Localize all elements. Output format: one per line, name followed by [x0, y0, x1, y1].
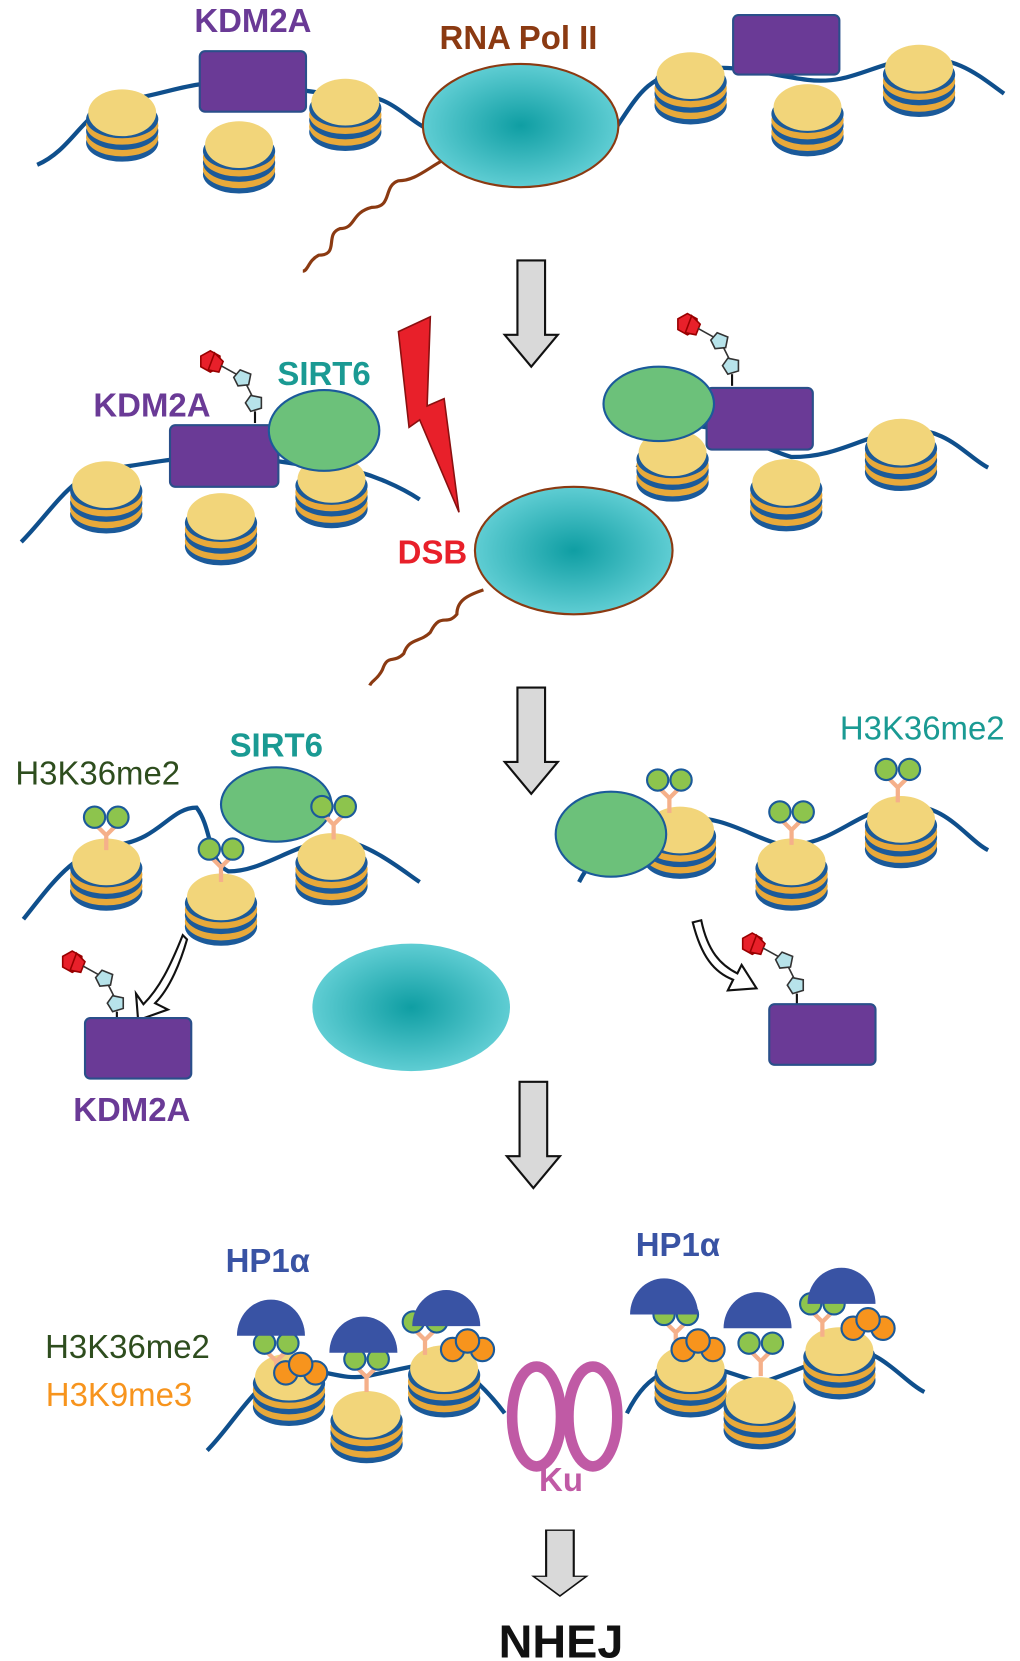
h3k36me2-mark: [738, 1333, 783, 1377]
panel-2-dsb: SIRT6 KDM2A DSB: [19, 312, 990, 687]
h3k36me2-mark: [344, 1348, 389, 1392]
rna-transcript: [302, 158, 445, 273]
nhej-label: NHEJ: [499, 1616, 624, 1661]
h3k36me2-mark: [199, 838, 244, 882]
sugar-modification-icon: [61, 950, 125, 1025]
hp1a-protein: [723, 1292, 792, 1329]
sirt6-label: SIRT6: [277, 355, 370, 392]
nucleosome: [654, 52, 727, 125]
panel-3-sirt6-release: SIRT6 H3K36me2 H3K36me2 KDM2A: [15, 710, 1004, 1128]
nucleosome: [882, 44, 956, 118]
h3k36me2-mark: [876, 759, 921, 803]
rna-pol-ii-label: RNA Pol II: [440, 19, 598, 56]
nucleosome: [295, 833, 368, 906]
nucleosome: [330, 1390, 403, 1464]
h3k36me2-mark: [769, 801, 814, 845]
h3k36me2-label: H3K36me2: [840, 710, 1005, 747]
arrow-down-icon: [505, 1080, 561, 1190]
ku-ring: [563, 1361, 623, 1472]
sirt6-protein: [602, 365, 716, 443]
arrow-down-icon: [503, 686, 559, 795]
h3k9me3-mark: [840, 1307, 896, 1342]
rna-pol-ii: [473, 485, 674, 616]
dsb-lightning-icon: [397, 315, 460, 513]
dna-strand: [21, 803, 990, 921]
h3k36me2-label: H3K36me2: [15, 754, 180, 791]
nucleosome: [803, 1327, 876, 1400]
dsb-label: DSB: [398, 533, 468, 570]
release-arrow-icon: [691, 918, 759, 992]
kdm2a-protein: [732, 13, 841, 76]
hp1a-protein: [329, 1316, 398, 1353]
h3k9me3-label: H3K9me3: [46, 1376, 192, 1413]
arrow-down-icon: [503, 259, 559, 368]
hp1a-protein: [807, 1267, 876, 1304]
rna-transcript: [368, 588, 484, 687]
nucleosome: [771, 84, 844, 157]
h3k36me2-label: H3K36me2: [45, 1328, 210, 1365]
nucleosome: [184, 873, 258, 946]
kdm2a-protein: [705, 386, 814, 451]
nucleosome: [750, 459, 823, 532]
arrow-down-icon: [532, 1529, 588, 1598]
nucleosome: [723, 1377, 796, 1450]
panel-1-transcription: KDM2A RNA Pol II: [36, 2, 1006, 273]
nucleosome: [70, 461, 143, 534]
kdm2a-protein: [198, 50, 308, 113]
hp1a-label: HP1α: [636, 1226, 720, 1263]
release-arrow-icon: [134, 933, 189, 1022]
kdm2a-protein: [768, 1003, 877, 1066]
nucleosome: [184, 493, 258, 566]
hp1a-label: HP1α: [226, 1242, 310, 1279]
nucleosome: [86, 89, 159, 162]
nucleosome: [864, 795, 938, 869]
hp1a-protein: [236, 1299, 305, 1336]
rna-pol-ii: [421, 62, 620, 189]
nucleosome: [864, 418, 938, 492]
hp1a-protein: [412, 1290, 481, 1327]
kdm2a-protein: [83, 1016, 193, 1080]
hp1a-protein: [630, 1278, 699, 1315]
sugar-modification-icon: [741, 931, 805, 1007]
kdm2a-label: KDM2A: [194, 2, 311, 39]
kdm2a-protein: [168, 424, 280, 488]
ku-ring: [506, 1361, 567, 1472]
nucleosome: [202, 121, 276, 194]
ku-label: Ku: [539, 1461, 583, 1498]
panel-4-heterochromatin: HP1α HP1α H3K36me2 H3K9me3 Ku: [45, 1226, 926, 1498]
sirt6-protein: [554, 790, 668, 878]
sirt6-protein: [267, 389, 381, 472]
kdm2a-label: KDM2A: [73, 1091, 190, 1128]
kdm2a-label: KDM2A: [93, 387, 210, 424]
nucleosome: [755, 838, 828, 911]
rna-pol-ii-released: [312, 943, 510, 1072]
sirt6-label: SIRT6: [230, 727, 323, 764]
nucleosome: [309, 78, 382, 152]
